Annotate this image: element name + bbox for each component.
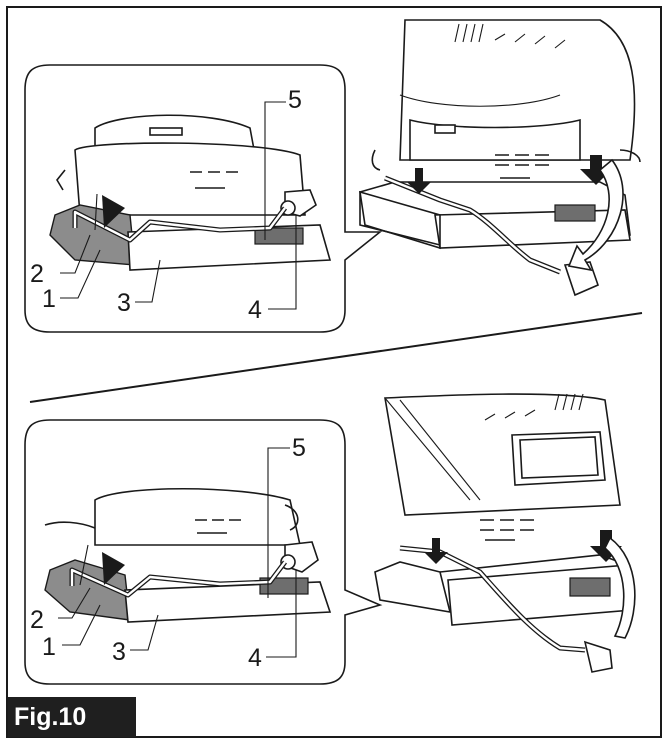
- zoom-bubble-top: [24, 64, 383, 333]
- callout-2-top: 2: [30, 260, 44, 288]
- callout-1-top: 1: [42, 285, 56, 313]
- divider-line: [29, 312, 643, 403]
- zoom-bubble-bottom: [24, 419, 383, 685]
- callout-4-bottom: 4: [248, 644, 262, 672]
- callout-4-top: 4: [248, 296, 262, 324]
- leader-lines-top: [60, 101, 297, 310]
- figure-frame: [6, 6, 662, 738]
- callout-5-bottom: 5: [292, 434, 306, 462]
- callout-1-bottom: 1: [42, 633, 56, 661]
- callout-3-top: 3: [117, 289, 131, 317]
- sander-overview-top: [359, 19, 641, 297]
- callout-5-top: 5: [288, 86, 302, 114]
- sander-overview-bottom: [374, 393, 636, 673]
- figure-label: Fig.10: [8, 697, 136, 737]
- callout-2-bottom: 2: [30, 606, 44, 634]
- callout-3-bottom: 3: [112, 638, 126, 666]
- leader-lines-bottom: [58, 447, 297, 658]
